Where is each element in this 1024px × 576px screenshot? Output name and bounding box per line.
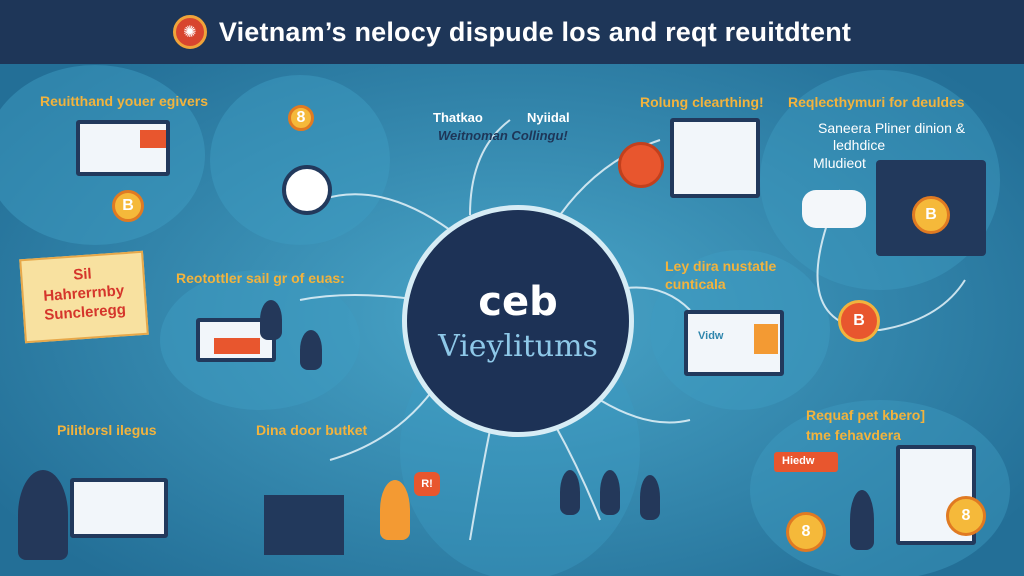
vw-badge-icon [282, 165, 332, 215]
person-illustration [560, 470, 580, 515]
center-hub: ceb Vieylitums [402, 205, 634, 437]
person-illustration [850, 490, 874, 550]
label-right-sub-2: ledhdice [833, 137, 886, 153]
screen-text: Vidw [698, 330, 724, 342]
coin-icon: 8 [288, 105, 314, 131]
person-illustration [260, 300, 282, 340]
monitor-illustration [70, 478, 168, 538]
person-illustration [640, 475, 660, 520]
hub-subtitle: Vieylitums [438, 328, 598, 364]
presentation-board [670, 118, 760, 198]
person-illustration [380, 480, 410, 540]
page-title: Vietnam’s nelocy dispude los and reqt re… [218, 16, 852, 47]
monitor-illustration: Vidw [684, 310, 784, 376]
monitor-illustration [196, 318, 276, 362]
label-bottom-right-1: Requaf pet kbero] [806, 407, 926, 423]
label-bottom-left: Pilitlorsl ilegus [57, 422, 157, 438]
person-illustration [600, 470, 620, 515]
ball-icon [618, 142, 664, 188]
label-mid-right-1: Ley dira nustatle [665, 258, 777, 274]
label-bottom-right-2: tme fehavdera [806, 427, 901, 443]
label-mid-left: Reotottler sail gr of euas: [176, 270, 345, 286]
label-right-sub-3: Mludieot [813, 155, 866, 171]
label-top-left: Reuitthand youer egivers [40, 93, 209, 109]
label-right-sub-1: Saneera Pliner dinion & [818, 120, 966, 136]
car-icon [802, 190, 866, 228]
person-illustration [300, 330, 322, 370]
person-illustration [18, 470, 68, 560]
label-bottom-mid: Dina door butket [256, 422, 368, 438]
coin-icon: 8 [786, 512, 826, 552]
label-top-mid-right: Rolung clearthing! [640, 94, 764, 110]
label-top-center-2: Nyiidal [527, 110, 570, 125]
label-top-center-1: Thatkao [433, 110, 483, 125]
desk-illustration [264, 495, 344, 555]
badge-icon: ✺ [172, 15, 207, 49]
monitor-illustration [76, 120, 170, 176]
label-mid-right-2: cunticala [665, 276, 726, 292]
label-top-center-3: Weitnoman Collingu! [438, 128, 568, 143]
coin-icon: B [912, 196, 950, 234]
coin-icon: B [838, 300, 880, 342]
label-top-right: Reqlecthymuri for deuldes [788, 94, 965, 110]
sticky-note: Sil Hahrerrnby Suncleregg [19, 250, 149, 344]
coin-icon: 8 [946, 496, 986, 536]
hub-title: ceb [478, 278, 558, 325]
speech-tag: R! [414, 472, 440, 496]
title-bar: ✺ Vietnam’s nelocy dispude los and reqt … [0, 0, 1024, 64]
coin-icon: B [112, 190, 144, 222]
tag-label: Hiedw [774, 452, 838, 472]
